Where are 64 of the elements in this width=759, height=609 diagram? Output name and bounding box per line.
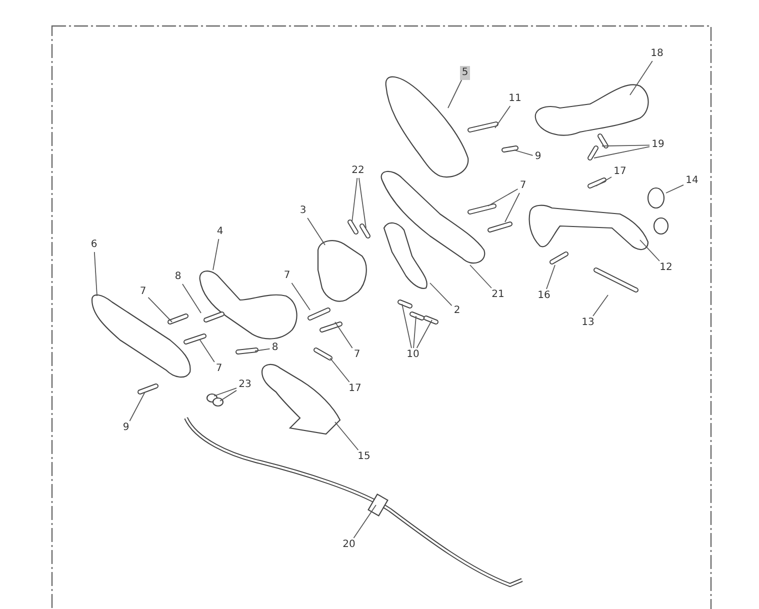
leader-line — [488, 188, 518, 206]
leader-line — [430, 282, 452, 306]
leader-line — [353, 504, 376, 538]
leader-line — [220, 390, 237, 402]
leader-line — [602, 144, 650, 146]
leader-line — [666, 184, 684, 194]
leader-line — [470, 264, 492, 288]
leader-line — [504, 192, 520, 222]
callout-number: 5 — [460, 66, 470, 80]
leader-line — [330, 358, 350, 382]
callout-number: 9 — [532, 150, 544, 164]
callout-number: 16 — [536, 289, 552, 303]
leader-line — [358, 178, 366, 228]
callout-number: 9 — [120, 421, 132, 435]
leader-line — [94, 252, 98, 296]
leader-line — [291, 282, 310, 310]
leader-line — [212, 238, 220, 270]
leader-line — [182, 284, 202, 314]
callout-number: 7 — [282, 269, 292, 283]
leader-line — [402, 304, 412, 348]
callout-number: 20 — [340, 538, 358, 552]
leader-line — [214, 388, 237, 396]
callout-number: 14 — [684, 174, 700, 188]
callout-number: 22 — [350, 164, 366, 178]
callout-number: 2 — [452, 304, 462, 318]
callout-number: 13 — [580, 316, 596, 330]
callout-number: 8 — [172, 270, 184, 284]
leader-line — [494, 106, 511, 128]
callout-number: 3 — [298, 204, 308, 218]
leader-line — [594, 146, 650, 158]
leader-line — [413, 316, 416, 348]
leader-line — [352, 178, 358, 222]
callout-number: 17 — [346, 382, 364, 396]
callout-number: 17 — [612, 165, 628, 179]
callout-number: 7 — [214, 362, 224, 376]
leader-line — [640, 240, 660, 262]
leader-line — [200, 340, 215, 362]
callout-number: 4 — [214, 225, 226, 239]
callout-number: 10 — [404, 348, 422, 362]
callout-number: 12 — [658, 261, 674, 275]
callout-number: 23 — [236, 378, 254, 392]
leader-line — [448, 80, 462, 108]
callout-number: 19 — [650, 138, 666, 152]
callout-number: 18 — [648, 47, 666, 61]
leader-line — [416, 320, 432, 348]
leader-line — [254, 348, 270, 352]
callout-number: 21 — [490, 288, 506, 302]
leader-line — [148, 296, 172, 322]
leader-line — [334, 322, 353, 348]
callout-number: 7 — [518, 179, 528, 193]
leader-line — [334, 422, 359, 450]
callout-number: 6 — [88, 238, 100, 252]
callout-number: 7 — [352, 348, 362, 362]
callout-number: 8 — [270, 341, 280, 355]
leader-line — [129, 392, 146, 422]
callout-number: 7 — [138, 285, 148, 299]
leader-line — [546, 264, 556, 290]
leader-line — [307, 218, 326, 246]
leader-line — [596, 176, 612, 186]
callout-number: 11 — [506, 92, 524, 106]
leader-line — [592, 294, 608, 316]
leader-line — [514, 150, 534, 156]
callout-number: 15 — [356, 450, 372, 464]
leader-line — [630, 60, 653, 96]
